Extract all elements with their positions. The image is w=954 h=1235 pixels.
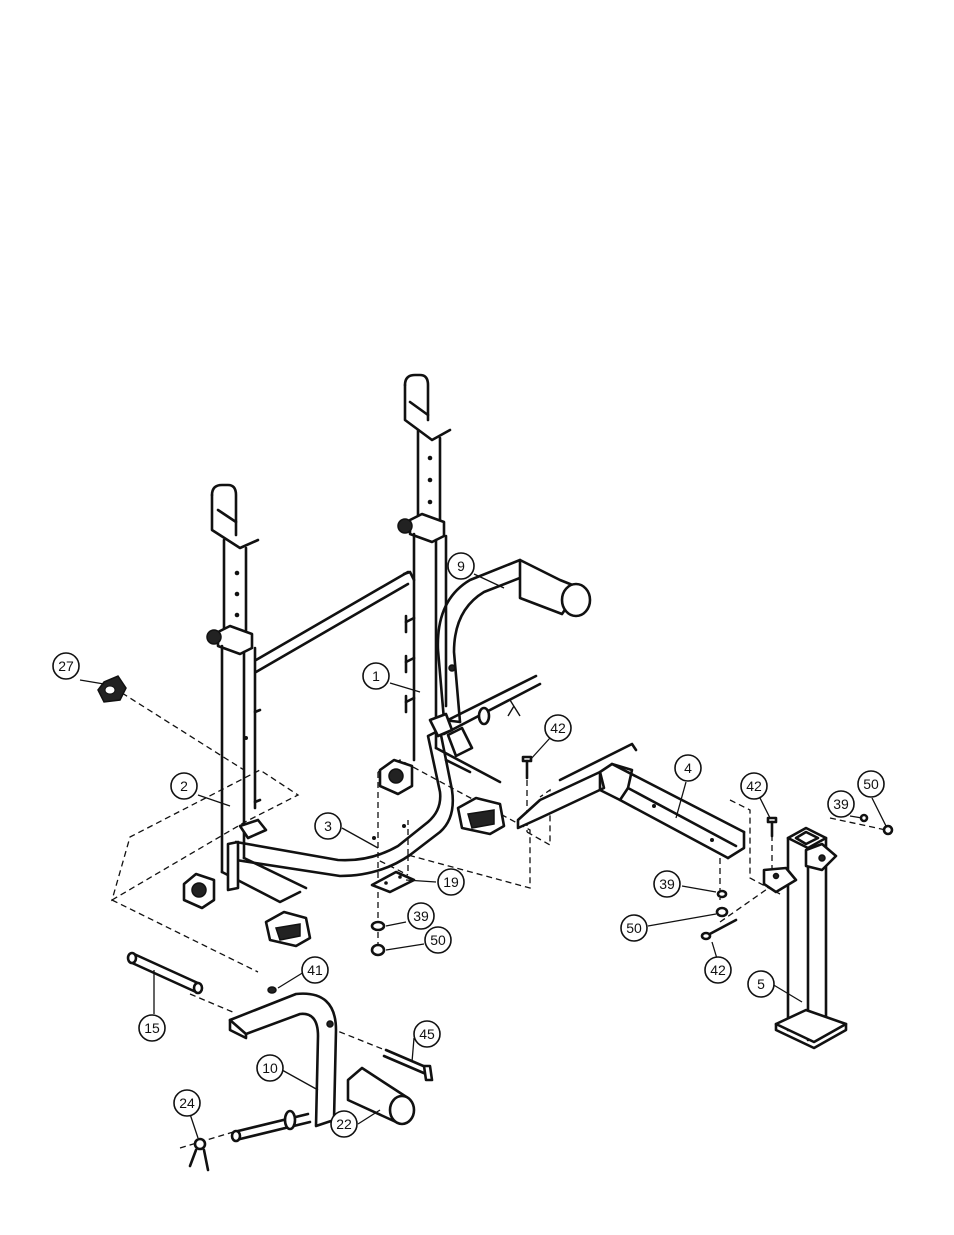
svg-text:10: 10 — [262, 1060, 278, 1076]
svg-text:5: 5 — [757, 976, 765, 992]
svg-text:45: 45 — [419, 1026, 435, 1042]
callout-19: 19 — [437, 868, 465, 896]
svg-text:39: 39 — [413, 908, 429, 924]
svg-text:27: 27 — [58, 658, 74, 674]
svg-text:42: 42 — [710, 962, 726, 978]
svg-text:4: 4 — [684, 760, 692, 776]
svg-text:42: 42 — [550, 720, 566, 736]
base-frame-part-3 — [226, 728, 455, 892]
left-upright-part-2 — [182, 483, 312, 948]
callout-27: 27 — [52, 652, 80, 680]
svg-text:3: 3 — [324, 818, 332, 834]
callout-39-lower: 39 — [653, 870, 681, 898]
leg-attachment-part-10 — [228, 992, 338, 1143]
leg-arm-part-9 — [428, 558, 592, 758]
svg-text:19: 19 — [443, 874, 459, 890]
svg-text:39: 39 — [659, 876, 675, 892]
callout-45: 45 — [413, 1020, 441, 1048]
assembly-guide-lines — [110, 692, 887, 1149]
nut-part-41 — [267, 986, 277, 994]
callout-50-right: 50 — [857, 770, 885, 798]
svg-text:42: 42 — [746, 778, 762, 794]
callout-10: 10 — [256, 1054, 284, 1082]
upper-crossbar — [254, 570, 416, 674]
bolt-42-upper — [521, 755, 533, 780]
callout-22: 22 — [330, 1110, 358, 1138]
callout-2: 2 — [170, 772, 198, 800]
callout-39-right: 39 — [827, 790, 855, 818]
roller-part-22 — [346, 1066, 416, 1126]
svg-text:1: 1 — [372, 668, 380, 684]
knob-part-27 — [97, 675, 127, 703]
callout-41: 41 — [301, 956, 329, 984]
washer-nut-left — [370, 920, 386, 957]
callout-39-left: 39 — [407, 902, 435, 930]
callout-5: 5 — [747, 970, 775, 998]
svg-text:9: 9 — [457, 558, 465, 574]
svg-text:50: 50 — [863, 776, 879, 792]
svg-text:39: 39 — [833, 796, 849, 812]
callout-4: 4 — [674, 754, 702, 782]
callout-9: 9 — [447, 552, 475, 580]
svg-text:50: 50 — [626, 920, 642, 936]
svg-text:50: 50 — [430, 932, 446, 948]
leader-lines — [79, 573, 887, 1139]
callout-42-upper: 42 — [544, 714, 572, 742]
support-arm-part-4 — [516, 742, 746, 860]
callout-50-left: 50 — [424, 926, 452, 954]
spring-clip-part-24 — [188, 1137, 210, 1172]
callout-3: 3 — [314, 812, 342, 840]
post-part-5 — [762, 826, 848, 1050]
bolt-part-45 — [382, 1048, 434, 1082]
callout-50-lower: 50 — [620, 914, 648, 942]
callout-15: 15 — [138, 1014, 166, 1042]
callout-42-lower: 42 — [704, 956, 732, 984]
callout-1: 1 — [362, 662, 390, 690]
svg-text:24: 24 — [179, 1095, 195, 1111]
callout-42-right: 42 — [740, 772, 768, 800]
svg-text:2: 2 — [180, 778, 188, 794]
svg-text:41: 41 — [307, 962, 323, 978]
pin-part-15 — [126, 951, 204, 995]
callout-24: 24 — [173, 1089, 201, 1117]
right-upright-part-1 — [378, 373, 506, 836]
svg-text:22: 22 — [336, 1116, 352, 1132]
svg-text:15: 15 — [144, 1020, 160, 1036]
